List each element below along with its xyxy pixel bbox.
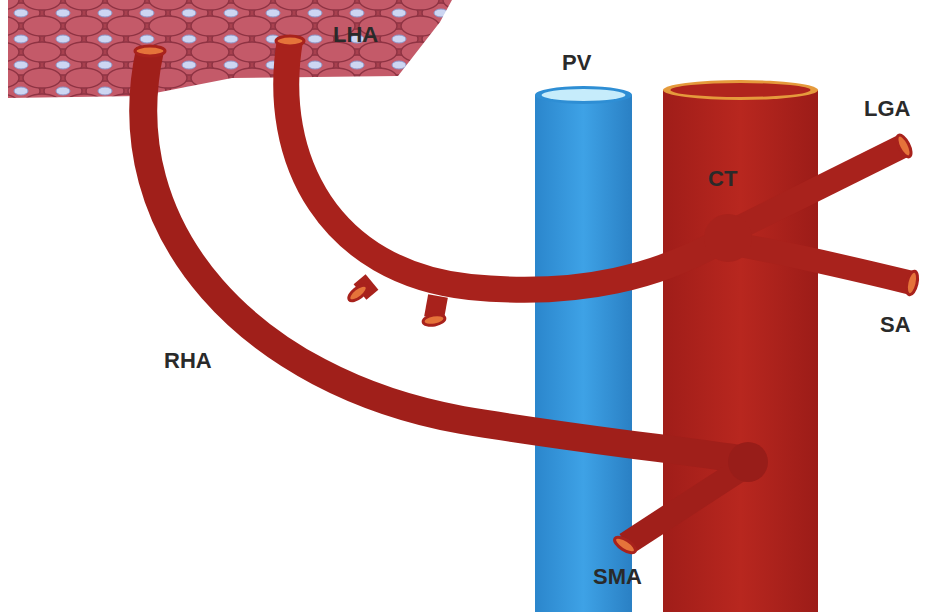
vessel-label: SA (880, 314, 911, 336)
vessel-end (612, 534, 638, 555)
splenic-artery (722, 242, 912, 283)
vessel-label: LGA (864, 98, 910, 120)
vessel-end (135, 46, 165, 56)
vessel-label: LHA (333, 24, 378, 46)
aorta (663, 80, 818, 612)
portal-vein (535, 86, 632, 612)
artery-junction (728, 442, 768, 482)
vessel-label: PV (562, 52, 591, 74)
vessel-label: RHA (164, 350, 212, 372)
celiac-trunk (704, 214, 752, 262)
vessel-label: SMA (593, 566, 642, 588)
vessel-end (904, 270, 919, 296)
vessel-end (276, 36, 304, 46)
vessel-end (346, 282, 369, 303)
liver-tissue (8, 0, 452, 98)
right-hepatic-artery (143, 50, 760, 462)
vessel-end (894, 133, 914, 159)
left-gastric-artery (722, 146, 903, 236)
vessel-label: CT (708, 168, 737, 190)
vessel-end (422, 313, 445, 327)
left-hepatic-artery (286, 40, 730, 290)
